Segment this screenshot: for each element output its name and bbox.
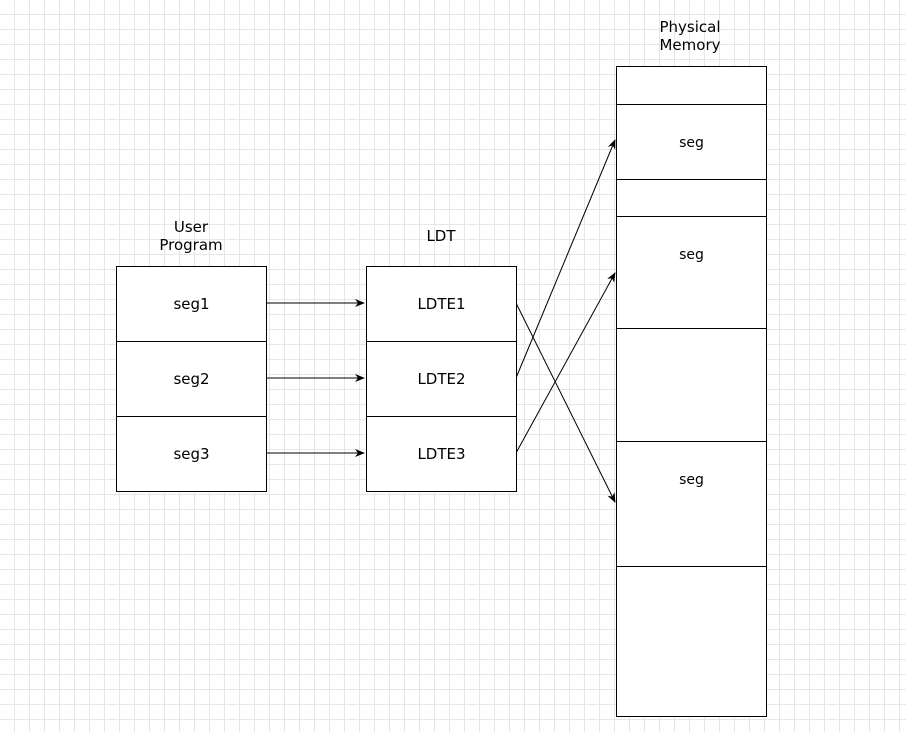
- user-program-title-line2: Program: [159, 236, 223, 254]
- user-segment-label: seg2: [173, 370, 210, 388]
- arrow-ldte1-to-mem: [515, 302, 616, 503]
- physical-memory-title-line2: Memory: [659, 36, 721, 54]
- memory-block: seg: [616, 104, 767, 180]
- memory-block: seg: [616, 216, 767, 329]
- ldt-title: LDT: [381, 227, 501, 245]
- user-segment: seg1: [116, 266, 267, 342]
- memory-block-label: seg: [679, 247, 704, 263]
- arrow-ldte2-to-mem: [515, 139, 616, 379]
- physical-memory-title-line1: Physical: [659, 18, 721, 36]
- ldt-entry: LDTE2: [366, 341, 517, 417]
- memory-block: [616, 328, 767, 442]
- memory-block-label: seg: [679, 135, 704, 151]
- physical-memory-title: Physical Memory: [630, 18, 750, 54]
- user-program-title-line1: User: [173, 218, 209, 236]
- user-program-title: User Program: [131, 218, 251, 254]
- memory-block: seg: [616, 441, 767, 567]
- ldt-entry-label: LDTE1: [417, 295, 466, 313]
- user-segment: seg3: [116, 416, 267, 492]
- user-segment-label: seg1: [173, 295, 210, 313]
- ldt-title-text: LDT: [426, 227, 456, 245]
- ldt-entry-label: LDTE3: [417, 445, 466, 463]
- ldt-entry: LDTE1: [366, 266, 517, 342]
- arrow-ldte3-to-mem: [515, 272, 616, 454]
- memory-block-label: seg: [679, 472, 704, 488]
- ldt-entry-label: LDTE2: [417, 370, 466, 388]
- user-segment: seg2: [116, 341, 267, 417]
- memory-block: [616, 66, 767, 105]
- memory-block: [616, 566, 767, 717]
- user-segment-label: seg3: [173, 445, 210, 463]
- ldt-entry: LDTE3: [366, 416, 517, 492]
- memory-block: [616, 179, 767, 217]
